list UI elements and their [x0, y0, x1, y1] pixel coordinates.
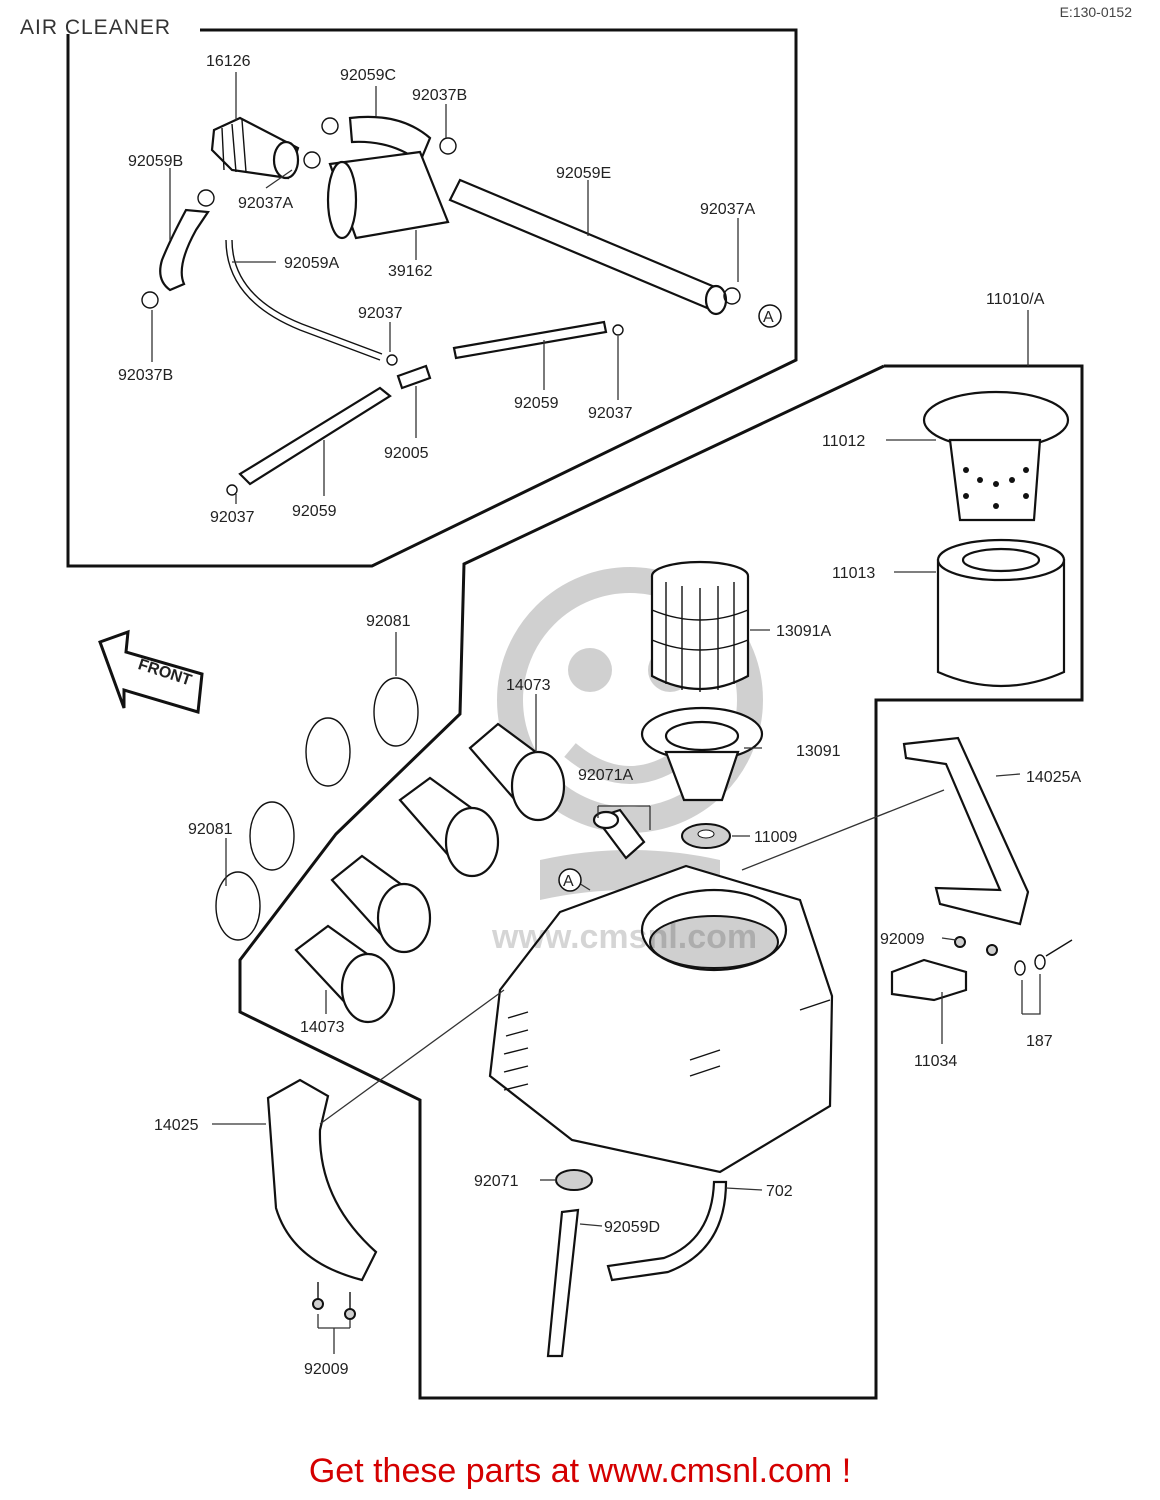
- part-92009-bolts-right: [954, 936, 998, 956]
- label-92037A-left: 92037A: [238, 195, 293, 212]
- part-92059B-hose: [159, 208, 210, 292]
- label-92059E: 92059E: [556, 165, 611, 182]
- label-11034: 11034: [914, 1053, 957, 1070]
- part-39162-pipe: [326, 150, 450, 240]
- label-92037B-top: 92037B: [412, 87, 467, 104]
- label-39162: 39162: [388, 263, 433, 280]
- label-92071A: 92071A: [578, 767, 633, 784]
- label-14025: 14025: [154, 1117, 199, 1134]
- part-13091A-screen: [650, 560, 750, 692]
- label-702: 702: [766, 1183, 793, 1200]
- part-92059E-hose: [448, 178, 728, 316]
- part-11034-bracket: [890, 958, 968, 1002]
- svg-text:A: A: [763, 309, 774, 326]
- part-92009-bolts-bottom: [312, 1282, 356, 1320]
- label-14025A: 14025A: [1026, 769, 1081, 786]
- label-187: 187: [1026, 1033, 1053, 1050]
- label-13091: 13091: [796, 743, 841, 760]
- label-92009-bot: 92009: [304, 1361, 349, 1378]
- part-92005-tee: [396, 364, 432, 390]
- leader-lines: [151, 72, 1041, 1354]
- upper-frame: [66, 28, 798, 568]
- part-702-tube: [606, 1180, 728, 1282]
- label-92009-right: 92009: [880, 931, 925, 948]
- part-13091-funnel: [640, 706, 764, 802]
- label-92005: 92005: [384, 445, 429, 462]
- clips: [141, 117, 741, 496]
- label-92037-mid: 92037: [358, 305, 403, 322]
- label-92037-right: 92037: [588, 405, 633, 422]
- front-arrow: FRONT: [98, 629, 204, 714]
- part-92059A-tube: [225, 239, 383, 361]
- part-92071A-plug: [592, 808, 646, 860]
- part-92059-tube-right: [452, 320, 608, 360]
- part-labels: 16126 92059C 92037B 92059B 92037A 39162 …: [118, 53, 1081, 1378]
- part-187-washers: [1014, 939, 1073, 976]
- part-92081-rings: [215, 677, 419, 941]
- label-92037-low: 92037: [210, 509, 255, 526]
- label-92071: 92071: [474, 1173, 519, 1190]
- label-92059A: 92059A: [284, 255, 339, 272]
- label-92059-right: 92059: [514, 395, 559, 412]
- label-92081-top: 92081: [366, 613, 411, 630]
- part-11013-element: [936, 538, 1066, 688]
- label-92037B-left: 92037B: [118, 367, 173, 384]
- footer-link-text[interactable]: Get these parts at www.cmsnl.com !: [308, 1452, 852, 1490]
- part-14073-funnels: [294, 722, 566, 1024]
- part-92059C-hose: [348, 115, 432, 164]
- drawing-code: E:130-0152: [1059, 4, 1132, 20]
- label-92037A-right: 92037A: [700, 201, 755, 218]
- part-14025A-bracket: [902, 736, 1030, 926]
- part-92059-tube-low: [238, 386, 392, 486]
- part-airbox-case: [488, 864, 834, 1174]
- marker-a-bottom: A: [558, 868, 582, 892]
- label-13091A: 13091A: [776, 623, 831, 640]
- label-92059-low: 92059: [292, 503, 337, 520]
- lower-frame: [238, 364, 1084, 1400]
- marker-a-top: A: [758, 304, 782, 328]
- label-16126: 16126: [206, 53, 251, 70]
- label-11010A: 11010/A: [986, 291, 1045, 308]
- label-11009: 11009: [754, 829, 797, 846]
- part-16126-joint: [210, 116, 300, 180]
- label-92059D: 92059D: [604, 1219, 660, 1236]
- part-14025-cover: [266, 1078, 378, 1282]
- label-92059B: 92059B: [128, 153, 183, 170]
- diagram-title: AIR CLEANER: [20, 16, 172, 39]
- part-11009-grommet: [681, 823, 731, 849]
- part-11012-cap: [922, 390, 1070, 522]
- label-92081-left: 92081: [188, 821, 233, 838]
- svg-text:A: A: [563, 873, 574, 890]
- label-11012: 11012: [822, 433, 865, 450]
- part-92071-grommet: [555, 1169, 593, 1191]
- label-14073-top: 14073: [506, 677, 551, 694]
- part-92059D-drain: [546, 1208, 580, 1358]
- watermark-text: www.cmsnl.com: [491, 918, 757, 956]
- label-92059C: 92059C: [340, 67, 396, 84]
- label-11013: 11013: [832, 565, 875, 582]
- label-14073-bot: 14073: [300, 1019, 345, 1036]
